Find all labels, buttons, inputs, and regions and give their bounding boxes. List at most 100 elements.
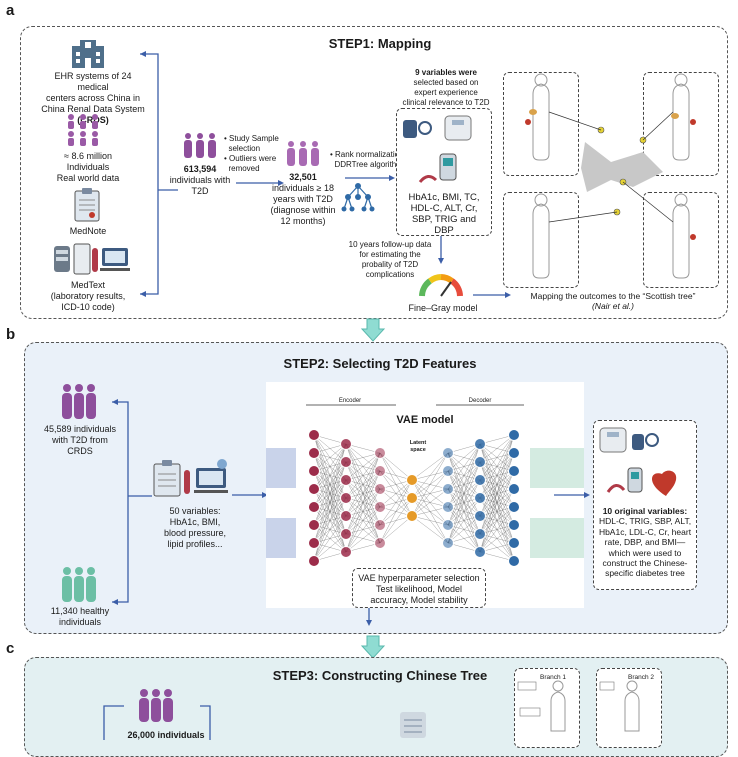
- panel-c-bracket: [103, 705, 211, 740]
- vae-node: [474, 528, 486, 540]
- hyperparameter-box: [352, 568, 486, 608]
- people-crowd-icon: [63, 113, 103, 156]
- vae-edge: [313, 443, 347, 472]
- vae-node: [340, 456, 352, 468]
- vae-edge: [345, 452, 381, 481]
- arrow-to-32501: [236, 180, 284, 186]
- vae-node: [474, 438, 486, 450]
- vae-edge: [313, 497, 347, 562]
- vae-node: [474, 510, 486, 522]
- arrow-to-mapping: [473, 292, 511, 298]
- vae-edge: [411, 452, 449, 517]
- nine-vars-heading: 9 variables were selected based on exper…: [402, 68, 490, 107]
- vae-node: [474, 546, 486, 558]
- vae-node: [340, 474, 352, 486]
- panel-letter-b: b: [6, 326, 16, 343]
- vae-edge: [313, 533, 347, 562]
- panel-letter-c: c: [6, 640, 15, 657]
- medtext-text: MedText (laboratory results, ICD-10 code…: [50, 280, 126, 312]
- vae-edge: [447, 479, 481, 544]
- vae-model-label: VAE model: [396, 414, 454, 426]
- vae-node: [508, 519, 520, 531]
- vae-edge: [345, 506, 381, 553]
- vae-node: [374, 483, 386, 495]
- vae-edge: [345, 452, 381, 499]
- vae-node: [374, 537, 386, 549]
- hospital-icon: [68, 38, 108, 73]
- vae-edge: [379, 479, 413, 526]
- vae-node: [508, 501, 520, 513]
- vae-edge: [411, 506, 449, 517]
- scottish-body-right-top-box: [643, 72, 719, 176]
- hyperparameter-text: VAE hyperparameter selection Test likeli…: [358, 573, 480, 605]
- vae-edge: [379, 479, 413, 508]
- lab-computer-icon: [52, 242, 130, 281]
- healthy-crowd-icon: [57, 566, 97, 611]
- branch2-box: [596, 668, 662, 748]
- vae-edge: [447, 461, 481, 544]
- vae-edge: [447, 443, 481, 526]
- branch-bodies: [517, 680, 640, 732]
- nine-vars-list: HbA1c, BMI, TC, HDL-C, ALT, Cr, SBP, TRI…: [408, 192, 480, 236]
- vae-node: [374, 519, 386, 531]
- mednote-label: MedNote: [69, 226, 107, 236]
- ddrtree-algorithm-icon: [340, 180, 376, 219]
- output-block-2: [530, 518, 584, 558]
- vae-edge: [479, 488, 515, 553]
- vae-edge: [345, 452, 381, 517]
- vae-edge: [313, 515, 347, 562]
- vae-edge: [479, 470, 515, 553]
- vae-edge: [447, 443, 481, 472]
- t2d-45589-text: 45,589 individuals with T2D from CRDS: [43, 424, 117, 456]
- t2d-people-icon: [180, 132, 220, 167]
- t2d-crowd-icon: [57, 383, 97, 428]
- vae-node: [340, 438, 352, 450]
- vars50-text: 50 variables: HbA1c, BMI, blood pressure…: [163, 506, 227, 549]
- vae-node: [308, 465, 320, 477]
- fine-gray-label: Fine–Gray model: [408, 303, 478, 313]
- vae-node: [308, 429, 320, 441]
- vae-node: [442, 537, 454, 549]
- vae-edge: [313, 443, 347, 508]
- vae-node: [406, 492, 418, 504]
- vae-node: [508, 465, 520, 477]
- study-selection-text: • Study Sample selection • Outliers were…: [224, 134, 279, 173]
- vae-node: [474, 474, 486, 486]
- arrow-a-to-b: [360, 318, 386, 342]
- original-vars-text: 10 original variables: HDL-C, TRIG, SBP,…: [598, 506, 692, 579]
- vae-node: [308, 483, 320, 495]
- vae-edge: [379, 497, 413, 544]
- meter-heart-icon: [606, 466, 686, 505]
- panel-a-title: STEP1: Mapping: [328, 36, 432, 51]
- vae-edge: [479, 524, 515, 553]
- scale-bp-icon: [599, 426, 660, 461]
- scottish-body-bottom-box: [503, 192, 579, 288]
- vae-node: [508, 447, 520, 459]
- ehr-text: EHR systems of 24 medical centers across…: [41, 71, 145, 125]
- vae-edge: [479, 434, 515, 517]
- panel-b-bracket: [112, 399, 152, 605]
- latent-space-label: Latent space: [409, 440, 427, 453]
- vae-edge: [411, 470, 449, 517]
- vae-node: [508, 429, 520, 441]
- vae-edge: [313, 443, 347, 526]
- vae-edge: [313, 479, 347, 562]
- vae-edge: [411, 515, 449, 544]
- records-computer-icon: [152, 459, 232, 505]
- branch1-label: Branch 1: [540, 674, 567, 681]
- vae-node: [442, 447, 454, 459]
- panel-c-title: STEP3: Constructing Chinese Tree: [272, 668, 488, 683]
- vae-edge: [411, 452, 449, 481]
- vae-node: [308, 537, 320, 549]
- vae-edge: [447, 443, 481, 508]
- panel-b-title: STEP2: Selecting T2D Features: [283, 356, 477, 371]
- vae-node: [474, 456, 486, 468]
- glucose-meter-icon: [418, 152, 468, 197]
- vae-node: [374, 465, 386, 477]
- vae-edge: [345, 452, 381, 535]
- vae-node: [442, 465, 454, 477]
- vae-network: [308, 429, 520, 567]
- input-block-1: [266, 448, 296, 488]
- scottish-body-top-box: [503, 72, 579, 176]
- vae-edge: [379, 515, 413, 544]
